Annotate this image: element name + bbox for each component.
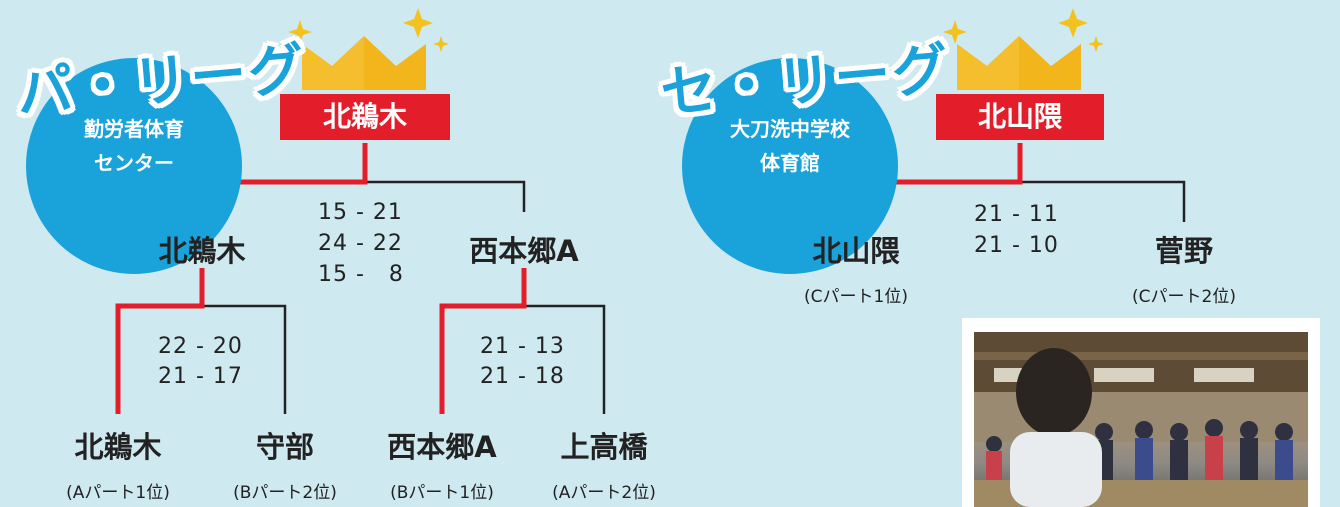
se-final-score-1: 21 - 11 <box>974 202 1059 227</box>
se-venue-circle <box>682 58 898 274</box>
pa-semi-left-score-2: 21 - 17 <box>158 364 243 389</box>
pa-semi-right-line-loser <box>524 304 606 414</box>
se-team-kitayamaguma-rank: (Cパート1位) <box>804 287 908 307</box>
gym-photo-illustration <box>974 332 1308 507</box>
pa-final-score-2: 24 - 22 <box>318 231 403 256</box>
se-venue-line1: 大刀洗中学校 <box>730 117 850 141</box>
pa-team-kitaugi-rank: (Aパート1位) <box>66 483 170 503</box>
pa-team-moribe: 守部 <box>255 430 314 464</box>
pa-final-left-team: 北鵜木 <box>158 234 246 268</box>
pa-crown-icon <box>302 36 426 90</box>
pa-team-kamitakahashi-rank: (Aパート2位) <box>552 483 656 503</box>
pa-team-kitaugi: 北鵜木 <box>74 430 162 464</box>
pa-team-nishihongo-a-rank: (Bパート1位) <box>390 483 494 503</box>
se-champion-badge: 北山隈 <box>936 94 1104 140</box>
pa-venue-label: 勤労者体育 センター <box>26 112 242 180</box>
se-crown-icon <box>957 36 1081 90</box>
pa-sparkle-icons <box>288 8 449 66</box>
pa-team-nishihongo-a: 西本郷A <box>387 430 497 464</box>
pa-final-line-loser <box>365 180 526 212</box>
gym-photo <box>974 332 1308 507</box>
pa-venue-circle <box>26 58 242 274</box>
pa-final-right-team: 西本郷A <box>469 234 579 268</box>
pa-semi-left-line-winner <box>115 268 205 414</box>
se-venue-line2: 体育館 <box>760 151 820 175</box>
se-final-score-2: 21 - 10 <box>974 233 1059 258</box>
pa-semi-right-line-winner <box>439 268 527 414</box>
pa-semi-right-score-2: 21 - 18 <box>480 364 565 389</box>
pa-semi-left-score-1: 22 - 20 <box>158 334 243 359</box>
pa-venue-line2: センター <box>94 151 174 175</box>
se-team-sugano: 菅野 <box>1154 234 1213 268</box>
pa-team-moribe-rank: (Bパート2位) <box>233 483 337 503</box>
se-sparkle-icons <box>943 8 1104 66</box>
se-venue-label: 大刀洗中学校 体育館 <box>682 112 898 180</box>
pa-final-score-1: 15 - 21 <box>318 200 403 225</box>
se-team-kitayamaguma: 北山隈 <box>812 234 900 268</box>
pa-semi-right-score-1: 21 - 13 <box>480 334 565 359</box>
pa-final-score-3: 15 - 8 <box>318 262 404 287</box>
pa-semi-left-line-loser <box>202 304 287 414</box>
pa-team-kamitakahashi: 上高橋 <box>560 430 648 464</box>
se-final-line-loser <box>1020 180 1186 222</box>
pa-champion-badge: 北鵜木 <box>280 94 450 140</box>
pa-venue-line1: 勤労者体育 <box>84 117 184 141</box>
se-team-sugano-rank: (Cパート2位) <box>1132 287 1236 307</box>
